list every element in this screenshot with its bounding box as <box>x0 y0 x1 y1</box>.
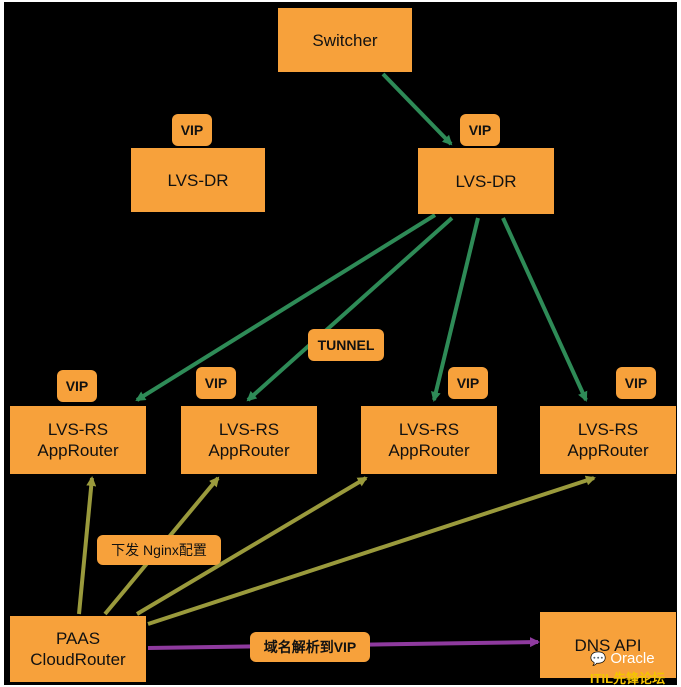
edge-lvs-dr-to-rs1 <box>135 213 437 402</box>
tunnel-tag: TUNNEL <box>308 329 384 361</box>
switcher-label: Switcher <box>312 30 378 50</box>
lvs-dr-left-label: LVS-DR <box>167 170 229 190</box>
vip-tag-rs3: VIP <box>448 367 488 399</box>
dns-resolve-label: 域名解析到VIP <box>250 632 370 662</box>
vip-tag-lvs-dr-right: VIP <box>460 114 500 146</box>
vip-tag-rs2: VIP <box>196 367 236 399</box>
watermark-forum: ITIL先锋论坛 <box>590 671 666 686</box>
vip-tag-rs1: VIP <box>57 370 97 402</box>
lvs-dr-right-label: LVS-DR <box>455 171 517 191</box>
switcher-node: Switcher <box>278 8 412 72</box>
lvs-dr-left-node: LVS-DR <box>131 148 265 212</box>
edge-paas-to-rs4 <box>147 475 596 626</box>
edge-switcher-to-lvs-dr <box>381 72 453 146</box>
watermark-brand: 💬 Oracle <box>590 650 655 667</box>
dns-api-label: DNS API <box>574 635 642 655</box>
lvs-dr-right-node: LVS-DR <box>418 148 554 214</box>
wechat-icon: 💬 <box>590 651 607 666</box>
edge-paas-to-rs3 <box>135 476 368 616</box>
vip-tag-lvs-dr-left: VIP <box>172 114 212 146</box>
dns-api-node: DNS API <box>540 612 676 678</box>
edge-lvs-dr-to-rs3 <box>431 217 480 402</box>
edge-paas-to-rs1 <box>77 476 97 615</box>
nginx-config-label: 下发 Nginx配置 <box>97 535 221 565</box>
vip-tag-rs4: VIP <box>616 367 656 399</box>
edge-lvs-dr-to-rs2 <box>246 216 454 402</box>
edge-lvs-dr-to-rs4 <box>501 217 588 402</box>
